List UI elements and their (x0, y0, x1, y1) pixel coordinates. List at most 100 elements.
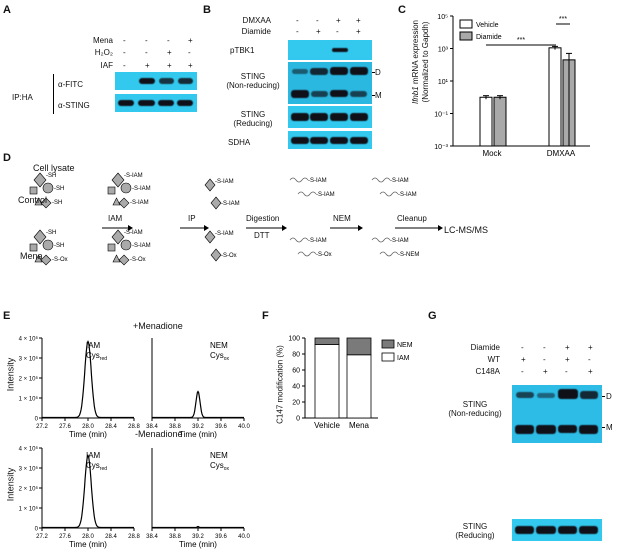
sign: + (588, 343, 593, 352)
arrow-head (438, 225, 443, 231)
thiol-tag: -S-Ox (316, 252, 332, 258)
cell-lysate-label: Cell lysate (33, 163, 75, 173)
sign: - (521, 367, 524, 376)
row-label-iaf: IAF (100, 61, 113, 70)
peptide-squiggle (289, 177, 309, 183)
c-y-tick-label: 10¹ (438, 79, 449, 86)
sign: + (145, 61, 150, 70)
circle-shape (120, 182, 132, 194)
peptide-squiggle (297, 191, 317, 197)
f-ylabel: C147 modification (%) (275, 345, 285, 424)
e-x-tick-label: 28.8 (128, 534, 140, 540)
g-blot-label-reducing: STING (Reducing) (455, 522, 495, 540)
step-iam: IAM (108, 214, 123, 223)
thiol-tag: -SH (54, 186, 64, 192)
f-bar-segment (314, 337, 340, 345)
circle-shape (120, 239, 132, 251)
row-label-diamide: Diamide (241, 27, 271, 36)
row-label-wt: WT (487, 355, 500, 364)
square-shape (107, 186, 116, 195)
f-legend-label: NEM (397, 342, 413, 349)
e-cys-label: Cysox (210, 351, 230, 362)
e-x-axis-label: Time (min) (179, 430, 217, 439)
thiol-tag: -S-IAM (130, 200, 149, 206)
e-x-tick-label: 38.8 (169, 424, 181, 430)
e-chromatogram-trace (42, 340, 134, 419)
e-x-tick-label: 39.2 (192, 424, 204, 430)
e-top-title: +Menadione (133, 321, 183, 331)
blot-sting-nonreducing (288, 62, 372, 104)
f-bar-segment (314, 343, 340, 419)
e-reagent-label: NEM (210, 451, 228, 460)
f-x-tick-label: Vehicle (314, 421, 340, 430)
peptide-squiggle (371, 237, 391, 243)
marker-monomer: M (375, 91, 382, 100)
thiol-tag: -S-IAM (316, 192, 335, 198)
arrow-head (204, 225, 209, 231)
row-label-mena: Mena (92, 36, 113, 45)
sign: - (316, 16, 319, 25)
f-legend-label: IAM (397, 355, 410, 362)
f-y-tick-label: 0 (296, 416, 300, 423)
square-shape (29, 186, 38, 195)
e-y-tick-label: 1 × 10⁶ (19, 506, 39, 513)
sign: - (123, 61, 126, 70)
e-x-tick-label: 27.2 (36, 424, 48, 430)
peptide-squiggle (371, 177, 391, 183)
row-label-h2o2: H₂O₂ (94, 48, 113, 57)
step-digestion: Digestion (246, 214, 280, 223)
marker-dimer: D (375, 68, 381, 77)
peptide-squiggle (289, 237, 309, 243)
c-sig-label: *** (559, 16, 567, 23)
step-lcmsms: LC-MS/MS (444, 225, 489, 235)
c-y-tick-label: 10⁻¹ (434, 112, 448, 119)
sign: - (145, 36, 148, 45)
e-bottom-title: -Menadione (135, 429, 183, 439)
e-chromatogram-trace (152, 525, 244, 529)
sign: + (336, 16, 341, 25)
e-cys-label: Cysred (86, 351, 107, 362)
peptide-squiggle (297, 251, 317, 257)
e-x-tick-label: 28.0 (82, 424, 94, 430)
step-nem: NEM (333, 214, 351, 223)
marker-tick (602, 427, 605, 428)
g-marker-monomer: M (606, 423, 613, 432)
step-ip: IP (188, 214, 196, 223)
sign: - (167, 36, 170, 45)
f-y-tick-label: 60 (292, 368, 300, 375)
sign: + (167, 48, 172, 57)
f-x-tick-label: Mena (349, 421, 370, 430)
c-legend-swatch (459, 19, 473, 29)
sign: + (356, 16, 361, 25)
e-x-tick-label: 38.4 (146, 424, 158, 430)
e-x-tick-label: 40.0 (238, 424, 250, 430)
thiol-tag: -S-IAM (221, 201, 240, 207)
e-y-tick-label: 4 × 10⁶ (19, 336, 39, 343)
diamond-shape (204, 178, 216, 192)
square-shape (29, 243, 38, 252)
e-chromatogram-trace (152, 390, 244, 419)
ip-label: IP:HA (12, 93, 33, 102)
panel-label-a: A (3, 4, 11, 16)
diamond-shape (33, 229, 47, 245)
sign: - (543, 343, 546, 352)
e-x-tick-label: 28.8 (128, 424, 140, 430)
marker-tick (372, 95, 375, 96)
sign: - (543, 355, 546, 364)
panel-label-g: G (428, 310, 437, 322)
c-legend-label: Vehicle (476, 22, 499, 29)
thiol-tag: -S-Ox (130, 257, 146, 263)
e-y-tick-label: 2 × 10⁶ (19, 486, 39, 493)
thiol-tag: -S-IAM (308, 178, 327, 184)
marker-tick (602, 396, 605, 397)
arrow-head (358, 225, 363, 231)
thiol-tag: -S-IAM (215, 179, 234, 185)
sign: - (296, 27, 299, 36)
thiol-tag: -S-IAM (390, 178, 409, 184)
e-cys-subscript: ox (224, 356, 230, 362)
thiol-tag: -SH (54, 243, 64, 249)
f-legend-swatch (381, 352, 395, 362)
row-label-dmxaa: DMXAA (242, 16, 271, 25)
